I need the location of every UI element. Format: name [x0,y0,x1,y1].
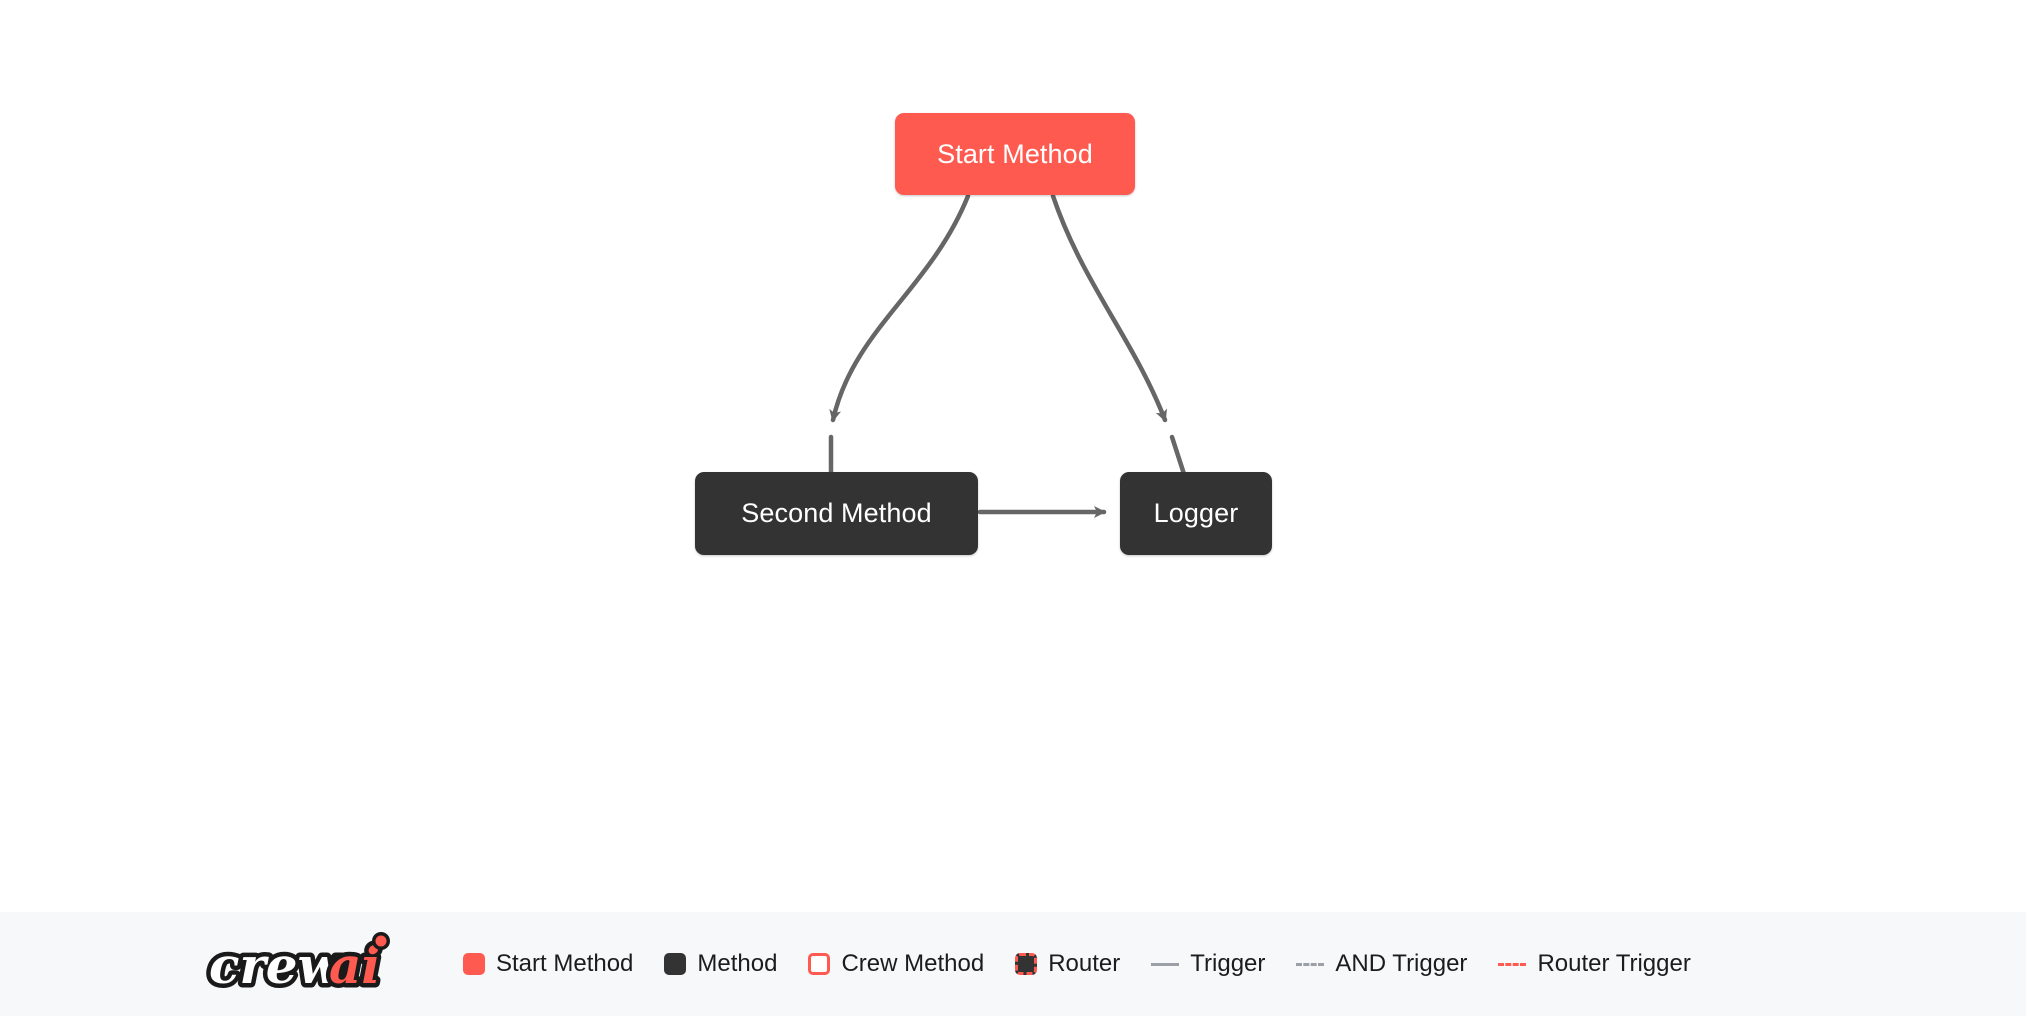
legend-item-router: Router [1015,952,1120,976]
crew-method-swatch-icon [808,953,831,975]
legend-item-trigger: Trigger [1151,952,1265,976]
legend-item-crew-method-label: Crew Method [841,950,985,977]
legend-item-method-label: Method [697,950,778,977]
edge-start-to-logger-stub [1169,434,1187,477]
crewai-logo-text-ai: ai [329,936,380,995]
legend-item-crew-method: Crew Method [808,952,984,976]
flow-node-logger-label: Logger [1153,498,1239,528]
edge-start-to-second-method [829,193,971,423]
method-swatch-icon [664,953,687,975]
legend-items: Start Method Method Crew Method Router T… [463,952,1691,976]
legend-item-and-trigger-label: AND Trigger [1335,950,1468,977]
and-trigger-line-icon [1296,962,1325,966]
legend-item-router-label: Router [1048,950,1121,977]
trigger-line-icon [1151,962,1180,966]
legend-item-and-trigger: AND Trigger [1296,952,1467,976]
router-swatch-icon [1015,953,1038,975]
flow-node-second-method-label: Second Method [741,498,932,528]
flow-canvas[interactable]: Start Method Second Method Logger [0,0,2026,912]
legend-item-start-method: Start Method [463,952,633,976]
legend-bar: crew crew ai ai Start Method Method Crew… [0,912,2026,1016]
router-trigger-line-icon [1498,962,1527,966]
edge-start-to-logger [1050,193,1168,423]
flow-node-second-method[interactable]: Second Method [695,472,978,555]
flow-node-start-method-label: Start Method [937,138,1093,169]
legend-item-method: Method [664,952,777,976]
legend-item-trigger-label: Trigger [1190,950,1266,977]
start-method-swatch-icon [463,953,485,975]
crewai-logo-outline-crew: crew [209,936,343,995]
flow-node-start-method[interactable]: Start Method [895,113,1135,195]
crewai-logo: crew crew ai ai [205,932,390,1000]
crewai-logo-dot [375,935,387,947]
legend-item-router-trigger: Router Trigger [1498,950,1691,977]
legend-item-start-method-label: Start Method [496,950,634,977]
legend-item-router-trigger-label: Router Trigger [1537,950,1691,977]
flow-node-logger[interactable]: Logger [1120,472,1272,555]
crewai-logo-text-crew: crew [209,936,343,995]
